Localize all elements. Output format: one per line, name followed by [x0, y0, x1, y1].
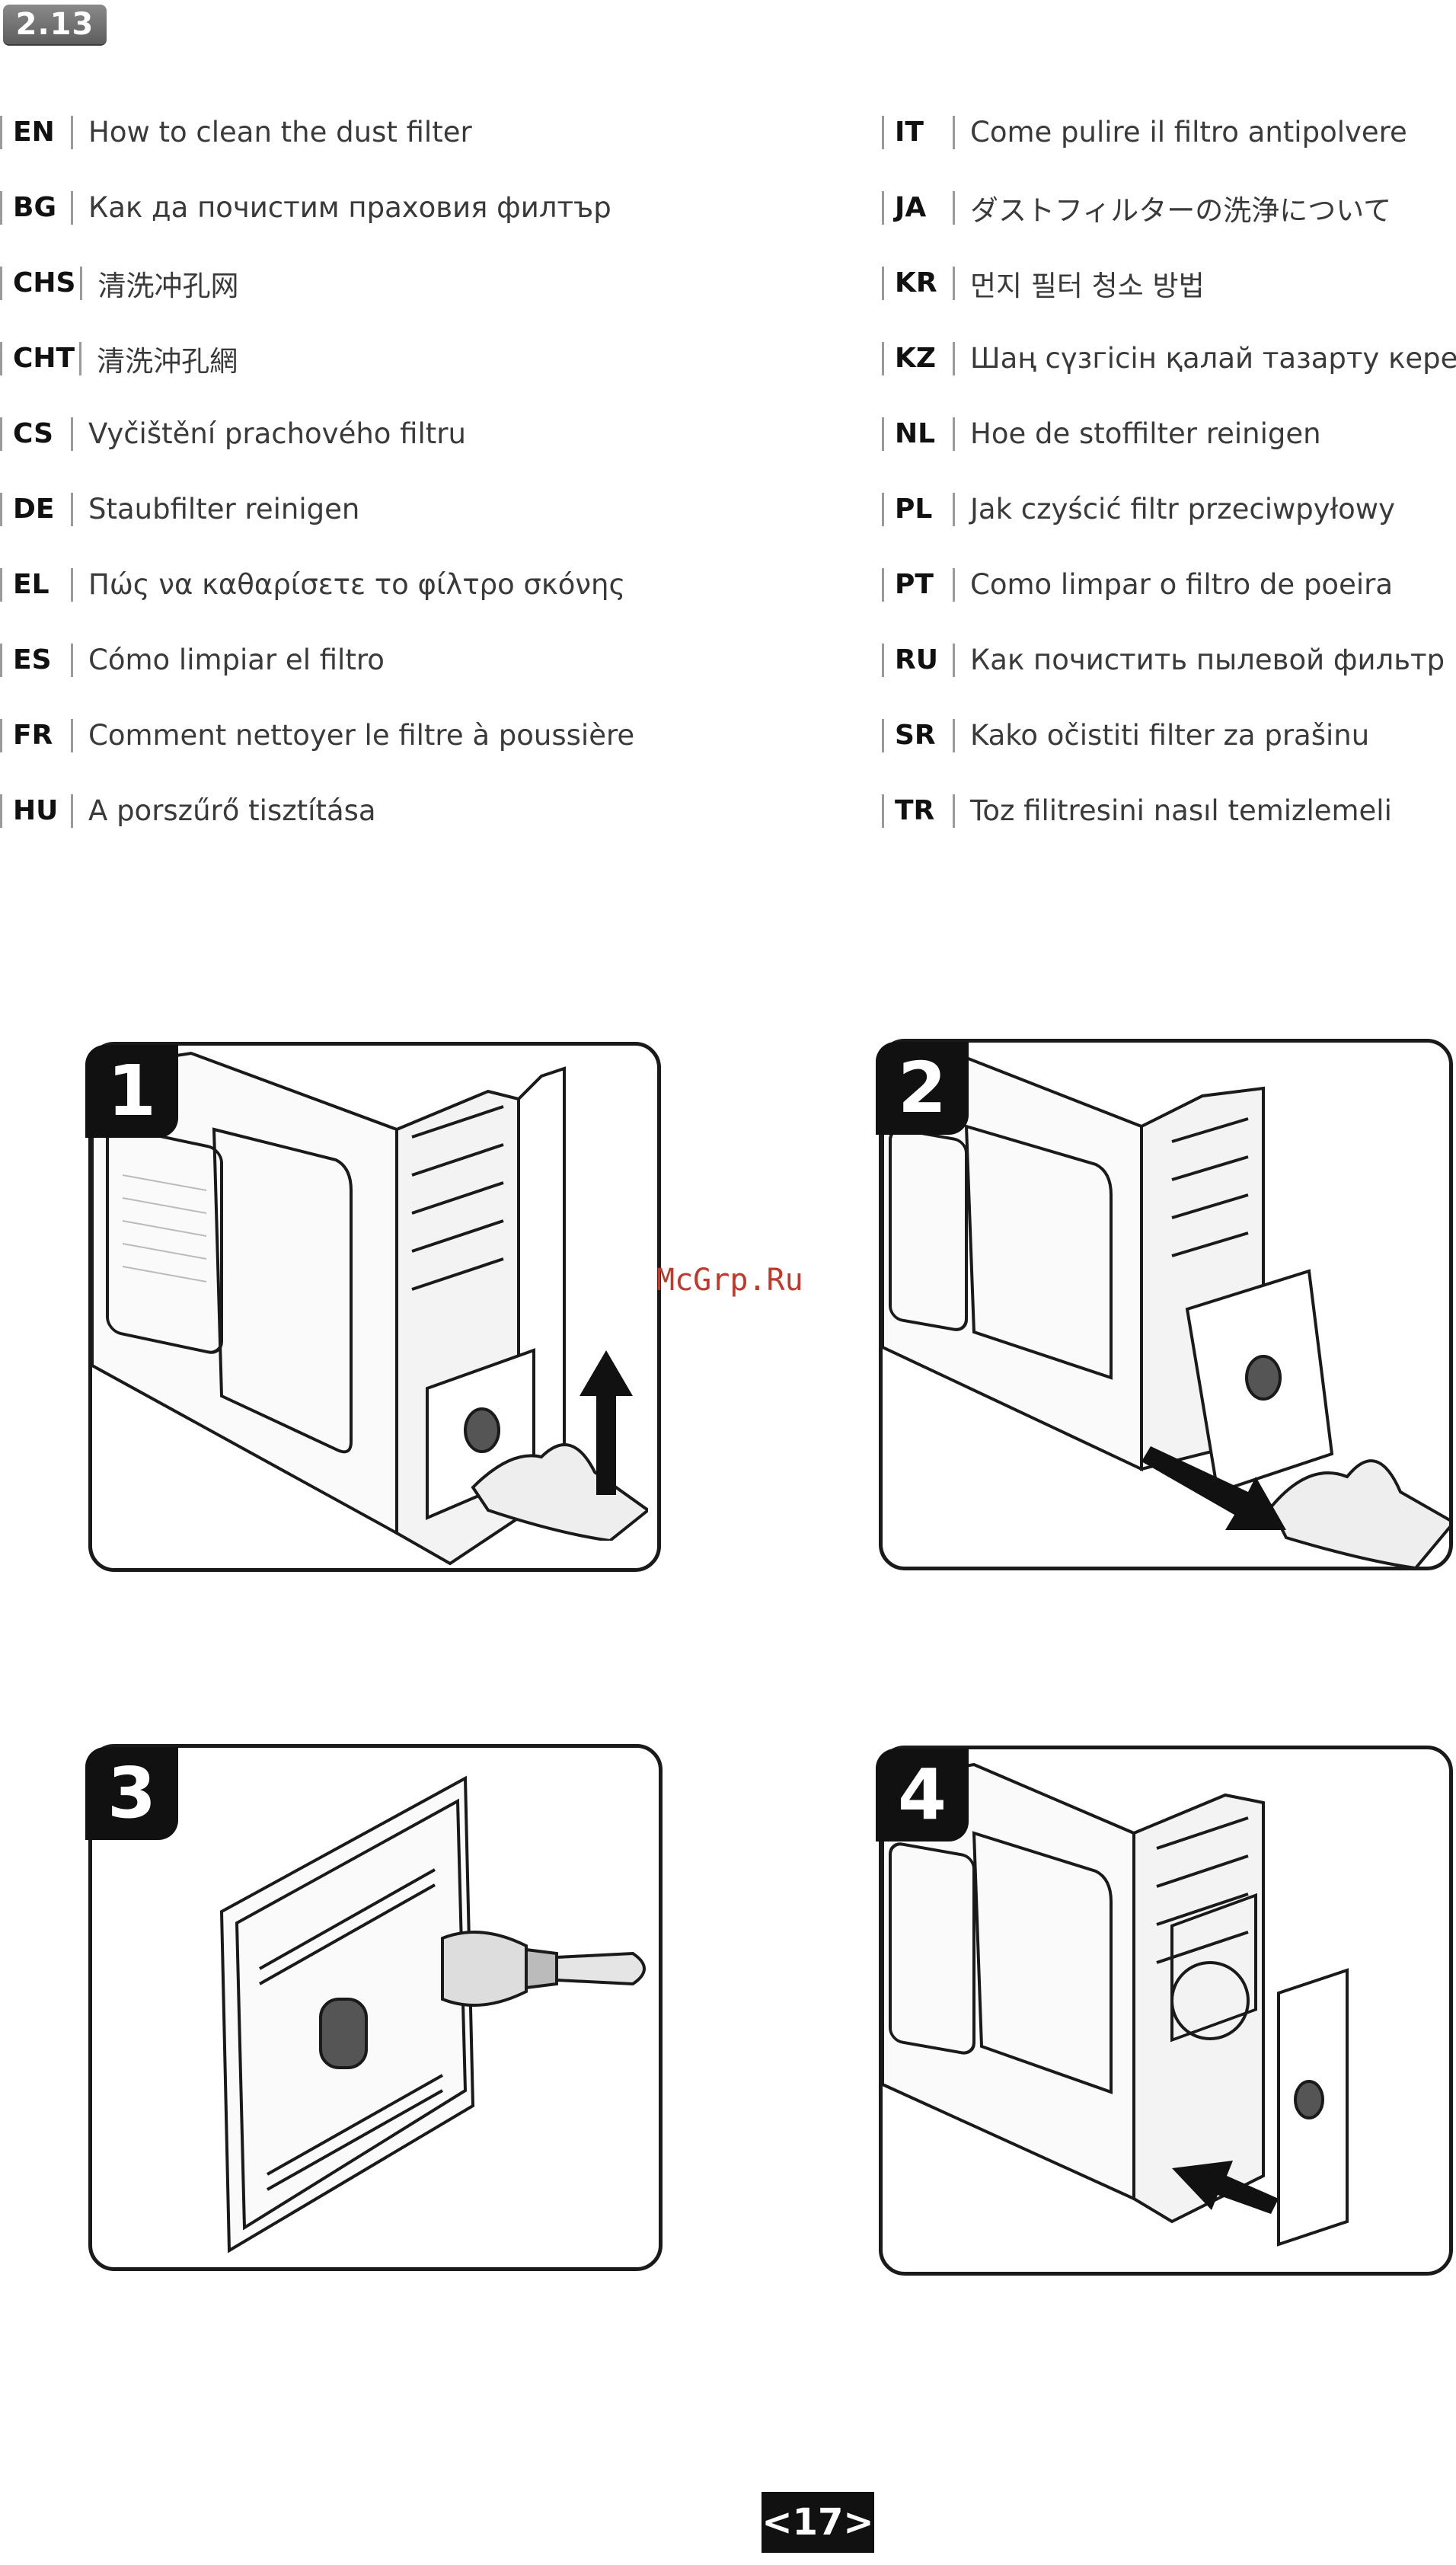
language-title: Como limpar o filtro de poeira	[970, 568, 1393, 601]
language-list-left: EN How to clean the dust filter BG Как да …	[0, 94, 762, 848]
language-code: EL	[0, 567, 73, 602]
language-list-right: IT Come pulire il filtro antipolvere JA ダス…	[882, 94, 1456, 848]
brush-icon	[441, 1931, 646, 2007]
step-2-badge: 2	[876, 1042, 969, 1135]
language-code: TR	[882, 794, 955, 828]
language-code: FR	[0, 718, 73, 752]
language-title: How to clean the dust filter	[88, 116, 472, 149]
language-title: Toz filitresini nasıl temizlemeli	[970, 794, 1392, 827]
language-title: Hoe de stoffilter reinigen	[970, 417, 1321, 450]
language-row: DE Staubfilter reinigen	[0, 471, 762, 547]
push-up-arrow-icon	[580, 1350, 633, 1495]
language-row: CS Vyčištění prachového filtru	[0, 396, 762, 471]
pc-case-filter-removed-icon	[883, 1056, 1334, 1494]
step-4-badge: 4	[876, 1749, 969, 1841]
language-code: EN	[0, 115, 73, 149]
watermark: McGrp.Ru	[656, 1263, 803, 1298]
language-row: EN How to clean the dust filter	[0, 94, 762, 170]
language-code: HU	[0, 794, 73, 828]
pc-case-filter-insert-icon	[883, 1762, 1349, 2247]
language-title: Как да почистим праховия филтър	[88, 191, 611, 224]
language-row: SR Kako očistiti filter za prašinu	[882, 698, 1453, 773]
step-1-badge: 1	[85, 1045, 178, 1138]
language-title: Vyčištění prachového filtru	[88, 417, 466, 450]
step-1-illustration	[88, 1042, 661, 1572]
language-row: NL Hoe de stoffilter reinigen	[882, 396, 1453, 471]
language-title: Kako očistiti filter za prašinu	[970, 719, 1370, 752]
language-title: Πώς να καθαρίσετε το φίλτρο σκόνης	[88, 568, 626, 601]
hand-icon	[471, 1443, 648, 1541]
language-code: IT	[882, 115, 955, 149]
language-title: A porszűrő tisztítása	[88, 794, 376, 827]
language-code: NL	[882, 417, 955, 451]
language-title: Come pulire il filtro antipolvere	[970, 116, 1407, 149]
step-3-illustration	[88, 1744, 663, 2271]
language-title: 먼지 필터 청소 방법	[970, 269, 1205, 302]
language-row: PL Jak czyścić filtr przeciwpyłowy	[882, 471, 1453, 547]
language-row: HU A porszűrő tisztítása	[0, 773, 762, 848]
dust-filter-icon	[219, 1775, 475, 2254]
hand-icon	[1269, 1459, 1449, 1567]
language-row: FR Comment nettoyer le filtre à poussière	[0, 698, 762, 773]
language-row: TR Toz filitresini nasıl temizlemeli	[882, 773, 1453, 848]
language-code: PL	[882, 492, 955, 526]
language-title: Staubfilter reinigen	[88, 493, 360, 525]
language-title: Шаң сүзгісін қалай тазарту керек	[970, 342, 1456, 375]
language-title: Cómo limpiar el filtro	[88, 644, 385, 676]
language-row: PT Como limpar o filtro de poeira	[882, 547, 1453, 622]
step-3-badge: 3	[85, 1747, 178, 1840]
language-code: CHT	[0, 341, 82, 375]
language-row: JA ダストフィルターの洗浄について	[882, 170, 1453, 245]
pc-case-with-filter-icon	[92, 1051, 566, 1566]
language-title: 清洗冲孔网	[97, 269, 239, 302]
language-row: CHT 清洗沖孔網	[0, 321, 762, 396]
language-row: IT Come pulire il filtro antipolvere	[882, 94, 1453, 170]
language-title: ダストフィルターの洗浄について	[970, 193, 1392, 227]
language-code: DE	[0, 492, 73, 526]
language-code: KZ	[882, 341, 955, 375]
language-code: JA	[882, 190, 955, 225]
language-row: EL Πώς να καθαρίσετε το φίλτρο σκόνης	[0, 547, 762, 622]
language-row: RU Как почистить пылевой фильтр	[882, 622, 1453, 698]
language-row: ES Cómo limpiar el filtro	[0, 622, 762, 698]
language-code: RU	[882, 643, 955, 677]
step-2-illustration	[879, 1039, 1453, 1570]
language-code: KR	[882, 266, 955, 300]
page-number: <17>	[762, 2492, 874, 2553]
language-title: Comment nettoyer le filtre à poussière	[88, 719, 635, 752]
language-row: CHS 清洗冲孔网	[0, 245, 762, 321]
language-code: SR	[882, 718, 955, 752]
language-row: KZ Шаң сүзгісін қалай тазарту керек	[882, 321, 1456, 396]
language-title: 清洗沖孔網	[97, 344, 238, 378]
language-code: ES	[0, 643, 73, 677]
language-row: KR 먼지 필터 청소 방법	[882, 245, 1453, 321]
insert-arrow-icon	[1172, 2161, 1279, 2214]
section-number-badge: 2.13	[3, 5, 107, 44]
language-code: PT	[882, 567, 955, 602]
language-code: CHS	[0, 266, 83, 300]
language-code: BG	[0, 190, 73, 225]
language-title: Как почистить пылевой фильтр	[970, 644, 1445, 676]
step-4-illustration	[879, 1746, 1453, 2276]
language-title: Jak czyścić filtr przeciwpyłowy	[970, 493, 1395, 525]
language-code: CS	[0, 417, 73, 451]
language-row: BG Как да почистим праховия филтър	[0, 170, 762, 245]
pull-out-arrow-icon	[1141, 1446, 1286, 1530]
